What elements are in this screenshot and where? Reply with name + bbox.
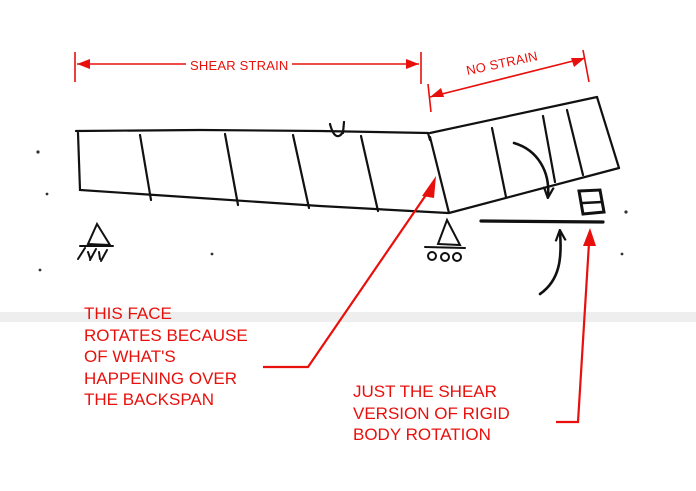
roller-support-icon bbox=[424, 217, 466, 262]
no-strain-dimension bbox=[427, 49, 590, 113]
leader-arrow-shear bbox=[556, 228, 596, 424]
cantilever-segment bbox=[428, 95, 621, 215]
shear-version-note: JUST THE SHEAR VERSION OF RIGID BODY ROT… bbox=[353, 382, 510, 444]
pin-support-icon bbox=[77, 221, 114, 262]
shear-strain-label: SHEAR STRAIN bbox=[186, 58, 293, 73]
curved-arrow-down-icon bbox=[512, 141, 548, 196]
curved-arrow-up-icon bbox=[538, 232, 561, 296]
backspan-beam bbox=[74, 120, 451, 215]
background-band bbox=[0, 312, 696, 322]
sketch-dots bbox=[36, 150, 628, 272]
shear-element bbox=[479, 188, 606, 224]
face-rotates-note: THIS FACE ROTATES BECAUSE OF WHAT'S HAPP… bbox=[84, 304, 248, 409]
leader-arrow-face bbox=[263, 176, 436, 369]
